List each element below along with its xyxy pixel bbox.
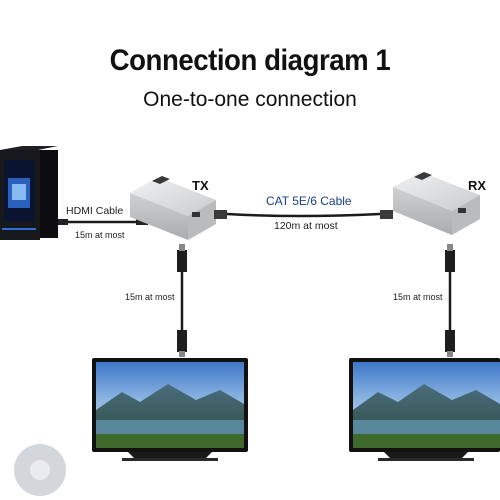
rx-port (458, 208, 466, 213)
left-tv-stand (128, 452, 212, 458)
left-tv-base (122, 458, 218, 461)
rj45-plug-rx (380, 210, 393, 219)
hdmi-cable-label: HDMI Cable (66, 205, 124, 217)
rx-box-badge (414, 172, 432, 180)
tx-port (192, 212, 200, 217)
hdmi-plug-pc (58, 219, 68, 225)
hdmi-plug-right-tv (445, 330, 455, 352)
right-tv-lake (353, 420, 500, 436)
tx-box-side (188, 200, 216, 240)
tx-box (130, 176, 216, 240)
cat-length-label: 120m at most (274, 220, 338, 232)
rx-box-top (393, 172, 480, 211)
hdmi-plug-left-tv (177, 330, 187, 352)
rx-box-side (452, 195, 480, 235)
cat-cable (214, 210, 393, 219)
diagram-title: Connection diagram 1 (109, 44, 391, 77)
rx-box (393, 172, 480, 235)
cat-cable-line (226, 212, 381, 218)
hdmi-plug-right-tv-tip (447, 351, 453, 357)
tx-box-front (130, 193, 188, 240)
left-tv-grass (96, 434, 244, 448)
tx-label: TX (192, 178, 209, 193)
right-tv-stand (384, 452, 468, 458)
tx-box-badge (152, 176, 170, 184)
overlay-badge (14, 444, 66, 496)
rx-label: RX (468, 178, 487, 193)
left-tv (92, 358, 248, 461)
tx-box-top (130, 177, 216, 216)
left-tv-lake (96, 420, 244, 436)
pc-tower-glow-core (12, 184, 26, 200)
pc-tower-stripe (2, 228, 36, 230)
hdmi-cable-tx-tv (177, 244, 187, 357)
right-tv (349, 358, 500, 461)
right-tv-grass (353, 434, 500, 448)
hdmi-cable-rx-tv (445, 244, 455, 357)
hdmi-plug-tx-top-tip (179, 244, 185, 251)
pc-tower (0, 146, 58, 240)
hdmi-length-right-tv-label: 15m at most (393, 292, 443, 302)
right-tv-base (378, 458, 474, 461)
hdmi-length-pc-label: 15m at most (75, 230, 125, 240)
cat-cable-label: CAT 5E/6 Cable (266, 194, 352, 208)
hdmi-plug-left-tv-tip (179, 351, 185, 357)
hdmi-plug-tx-top (177, 250, 187, 272)
hdmi-plug-rx-top (445, 250, 455, 272)
pc-tower-side (38, 150, 58, 238)
rj45-plug-tx (214, 210, 227, 219)
pc-tower-top (0, 146, 58, 150)
hdmi-plug-rx-top-tip (447, 244, 453, 251)
overlay-badge-inner (30, 460, 50, 480)
rx-box-front (393, 187, 452, 235)
diagram-subtitle: One-to-one connection (143, 88, 357, 111)
hdmi-length-left-tv-label: 15m at most (125, 292, 175, 302)
